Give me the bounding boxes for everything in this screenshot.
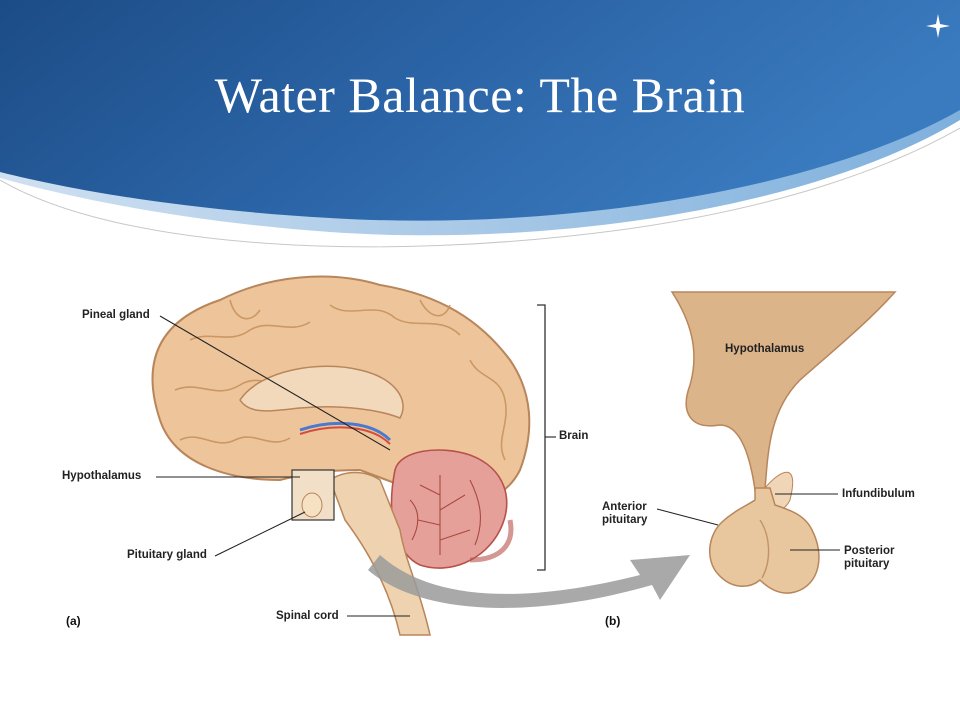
- four-point-star-icon: [926, 14, 950, 38]
- label-brain: Brain: [559, 430, 589, 442]
- label-pituitary-gland: Pituitary gland: [127, 549, 207, 561]
- label-anterior-pituitary-line1: Anterior: [602, 501, 647, 513]
- label-hypothalamus-a: Hypothalamus: [62, 470, 142, 482]
- label-anterior-pituitary: Anterior pituitary: [602, 501, 647, 527]
- figure-a-tag: (a): [66, 614, 81, 628]
- label-infundibulum: Infundibulum: [842, 488, 915, 500]
- figure-b-tag: (b): [605, 614, 621, 628]
- label-posterior-pituitary-line2: pituitary: [844, 558, 890, 570]
- label-hypothalamus-b: Hypothalamus: [725, 343, 805, 355]
- label-posterior-pituitary-line1: Posterior: [844, 545, 895, 557]
- header-banner: [0, 0, 960, 248]
- label-anterior-pituitary-line2: pituitary: [602, 514, 648, 526]
- slide-title: Water Balance: The Brain: [214, 67, 746, 123]
- label-pineal-gland: Pineal gland: [82, 309, 150, 321]
- label-posterior-pituitary: Posterior pituitary: [844, 545, 895, 571]
- label-spinal-cord: Spinal cord: [276, 610, 339, 622]
